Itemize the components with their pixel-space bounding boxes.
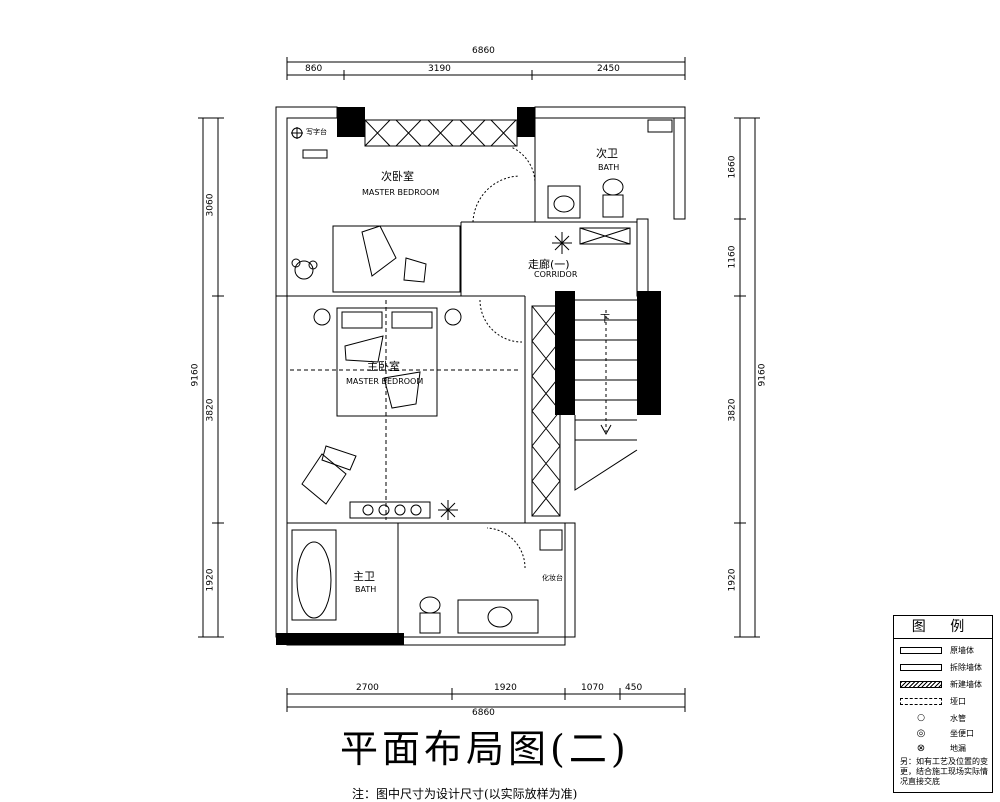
desk-icon — [291, 127, 328, 159]
left-segment-3-label: 1920 — [205, 568, 216, 592]
master-bedroom-en-label: MASTER BEDROOM — [346, 377, 424, 386]
solid-wall-swatch-icon — [900, 646, 942, 654]
desk-label: 写字台 — [306, 128, 327, 136]
interior-walls — [287, 118, 637, 637]
toilet-drain-icon: ◎ — [916, 727, 926, 739]
legend-item-original-wall: 原墙体 — [900, 643, 974, 657]
right-segment-2-label: 1160 — [727, 245, 738, 269]
legend-item-opening: 垭口 — [900, 694, 966, 708]
legend-item-new-wall: 新建墙体 — [900, 677, 982, 691]
floor-drain-icon: ⊗ — [916, 742, 926, 754]
legend-item-water-pipe: ○ 水管 — [900, 711, 966, 725]
left-total-label: 9160 — [190, 363, 201, 387]
water-pipe-icon: ○ — [917, 713, 925, 723]
top-segment-2-label: 3190 — [428, 64, 451, 74]
legend-item-toilet-drain: ◎ 坐便口 — [900, 726, 974, 740]
second-bath-en-label: BATH — [598, 163, 620, 172]
master-bedroom-wardrobe — [531, 305, 561, 517]
demolished-wall-swatch-icon — [900, 663, 942, 671]
opening-swatch-icon — [900, 697, 942, 705]
bottom-dimension-ticks — [286, 688, 686, 712]
top-total-label: 6860 — [472, 46, 495, 56]
top-segment-1-label: 860 — [305, 64, 323, 74]
legend-title: 图 例 — [894, 616, 992, 639]
plant-icon — [291, 258, 318, 280]
legend-panel: 图 例 原墙体 拆除墙体 新建墙体 垭口 ○ 水管 ◎ 坐便口 ⊗ 地漏 另：如… — [893, 615, 993, 793]
armchair-icon — [301, 445, 357, 505]
second-bedroom-en-label: MASTER BEDROOM — [362, 188, 440, 197]
door-swings — [472, 175, 523, 343]
stair-down-label: 下 — [600, 314, 610, 325]
top-dimension-ticks — [286, 57, 686, 80]
bottom-segment-2-label: 1920 — [494, 683, 517, 693]
bottom-segment-4-label: 450 — [625, 683, 643, 693]
tv-cabinet — [349, 500, 458, 520]
master-bath-en-label: BATH — [355, 585, 377, 594]
bedroom-centerlines — [290, 300, 520, 520]
left-segment-1-label: 3060 — [205, 193, 216, 217]
top-segment-3-label: 2450 — [597, 64, 620, 74]
second-bath-fixtures — [510, 119, 673, 219]
left-dimension-ticks — [198, 117, 224, 638]
drawing-title: 平面布局图(二) — [340, 727, 630, 771]
corridor-en-label: CORRIDOR — [534, 270, 578, 279]
wardrobe-second-bedroom — [364, 119, 518, 147]
legend-footnote: 另：如有工艺及位置的变更，结合施工现场实际情况直接交底 — [900, 757, 988, 786]
bottom-segment-3-label: 1070 — [581, 683, 604, 693]
corridor-cabinet — [552, 227, 631, 254]
right-dimension-ticks — [734, 117, 760, 638]
legend-item-demolished-wall: 拆除墙体 — [900, 660, 982, 674]
master-bedroom-label: 主卧室 — [367, 360, 400, 373]
staircase — [574, 299, 638, 491]
drawing-note: 注：图中尺寸为设计尺寸(以实际放样为准) — [352, 787, 578, 801]
right-segment-4-label: 1920 — [727, 568, 738, 592]
right-total-label: 9160 — [757, 363, 768, 387]
bottom-total-label: 6860 — [472, 708, 495, 718]
right-segment-3-label: 3820 — [727, 398, 738, 422]
legend-item-floor-drain: ⊗ 地漏 — [900, 741, 966, 755]
second-bedroom-label: 次卧室 — [381, 170, 414, 183]
left-segment-2-label: 3820 — [205, 398, 216, 422]
right-segment-1-label: 1660 — [727, 155, 738, 179]
vanity-label: 化妆台 — [542, 574, 563, 582]
second-bedroom-bed — [332, 225, 461, 293]
bottom-segment-1-label: 2700 — [356, 683, 379, 693]
master-bath-fixtures — [291, 527, 563, 634]
master-bed — [313, 307, 462, 417]
corridor-label: 走廊(一) — [528, 258, 570, 271]
second-bath-label: 次卫 — [596, 147, 618, 160]
new-wall-swatch-icon — [900, 680, 942, 688]
master-bath-label: 主卫 — [353, 570, 375, 583]
